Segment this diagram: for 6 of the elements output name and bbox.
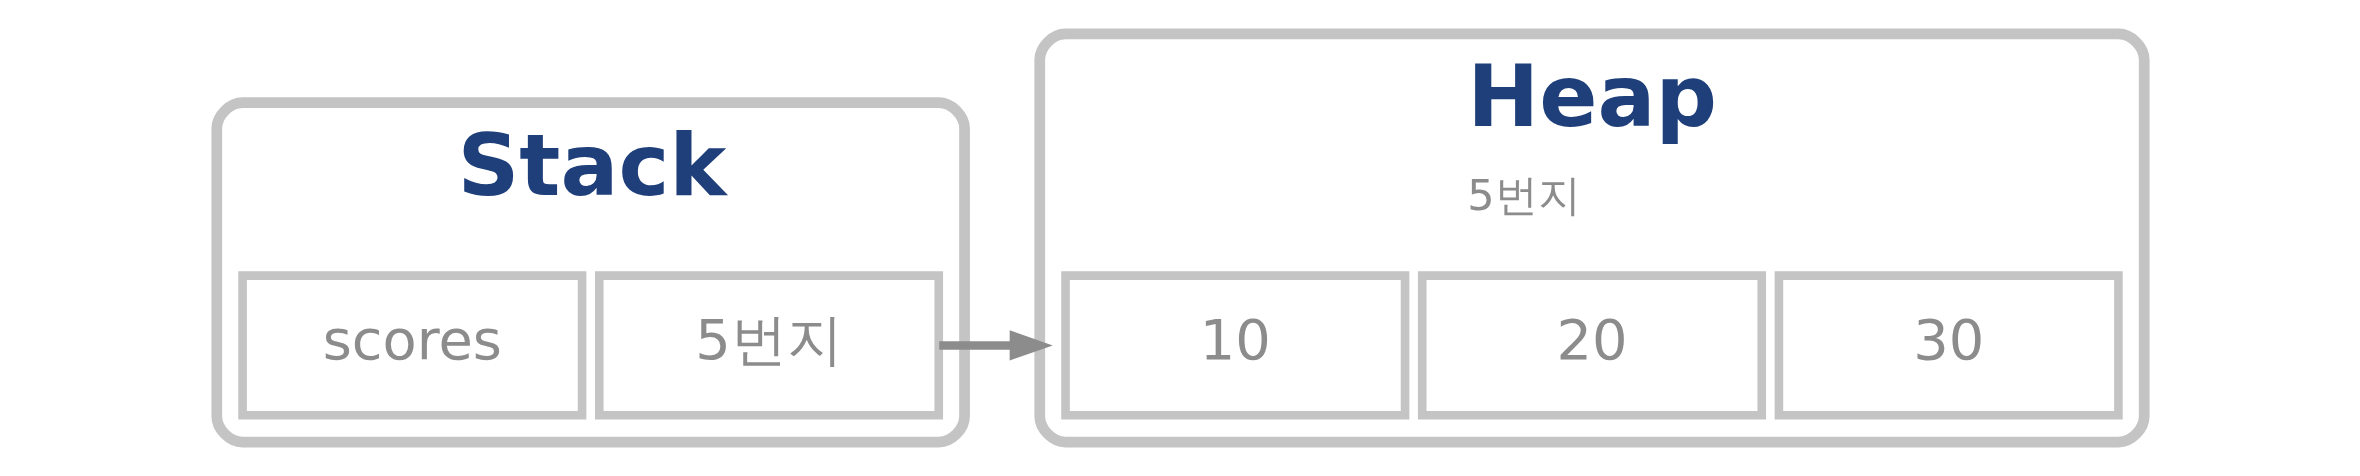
- node-box: 20: [1417, 271, 1766, 420]
- node-box: 5번지: [594, 271, 943, 420]
- node-box: 10: [1060, 271, 1409, 420]
- node-label: 5번지: [1466, 170, 1581, 221]
- node-box: scores: [237, 271, 586, 420]
- node-box: 30: [1774, 271, 2123, 420]
